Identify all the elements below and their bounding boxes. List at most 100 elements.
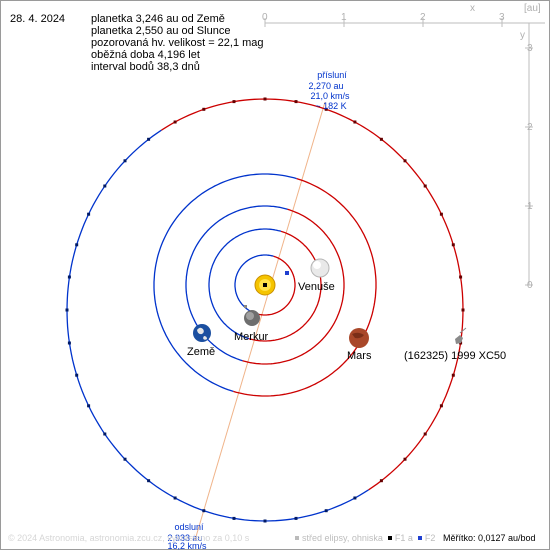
earth-distance-line: planetka 3,246 au od Země xyxy=(91,13,225,25)
apsis-labels: přísluní 2,270 au 21,0 km/s ~ 182 K odsl… xyxy=(167,70,350,550)
sun-distance-line: planetka 2,550 au od Slunce xyxy=(91,25,231,37)
perihelion-title: přísluní xyxy=(317,70,347,80)
orbit-points xyxy=(65,97,465,523)
earth-clouds xyxy=(197,327,207,340)
y-axis-label: y xyxy=(520,30,525,41)
magnitude-line: pozorovaná hv. velikost = 22,1 mag xyxy=(91,37,264,49)
venus-highlight xyxy=(313,261,321,269)
mars-label: Mars xyxy=(347,350,372,362)
x-tick-label-1: 1 xyxy=(341,12,347,23)
orbit-point xyxy=(202,509,206,513)
orbit-point xyxy=(147,137,151,141)
perihelion-distance: 2,270 au xyxy=(308,81,343,91)
interval-line: interval bodů 38,3 dnů xyxy=(91,61,200,73)
date-label: 28. 4. 2024 xyxy=(10,13,66,25)
aphelion-speed: 16,2 km/s xyxy=(167,541,207,550)
unit-label: [au] xyxy=(524,3,541,14)
earth-orbit-north-arc xyxy=(242,208,345,365)
orbit-point xyxy=(439,212,443,216)
orbit-point xyxy=(379,137,383,141)
legend-center-marker xyxy=(295,536,299,540)
orbit-point xyxy=(173,496,177,500)
orbit-point xyxy=(451,243,455,247)
orbit-point xyxy=(123,457,127,461)
mars-orbit-south-arc xyxy=(153,173,297,393)
orbit-point xyxy=(123,159,127,163)
venus-orbit-south-arc xyxy=(208,228,282,340)
legend-f2-label: F2 xyxy=(424,533,436,543)
mars-surface xyxy=(352,332,364,339)
venus xyxy=(310,258,330,278)
orbit-point xyxy=(202,107,206,111)
legend: střed elipsy, ohniska F1 a F2 xyxy=(290,533,435,543)
scale-label: Měřítko: 0,0127 au/bod xyxy=(443,533,536,543)
orbit-point xyxy=(173,120,177,124)
y-tick-label-0: 0 xyxy=(527,280,533,291)
y-tick-label-2: 2 xyxy=(527,122,533,133)
legend-f1-marker xyxy=(387,536,392,540)
mars-orbit-north-arc xyxy=(233,177,377,397)
asteroid-orbit-south-arc xyxy=(66,129,369,522)
orbit-point xyxy=(263,97,267,101)
mercury-orbit-south-arc xyxy=(234,254,274,315)
earth xyxy=(193,324,211,342)
asteroid-orbit-north-arc xyxy=(161,98,464,491)
body-labels: Venuše Merkur Země Mars (162325) 1999 XC… xyxy=(187,281,506,362)
legend-f2-marker xyxy=(417,536,422,540)
axes xyxy=(264,18,545,286)
y-tick-label-1: 1 xyxy=(527,201,533,212)
orbit-point xyxy=(232,100,236,104)
asteroid-label: (162325) 1999 XC50 xyxy=(404,350,506,362)
mars xyxy=(349,328,369,348)
orbit-point xyxy=(263,519,267,523)
orbit-point xyxy=(459,275,463,279)
venus-disk xyxy=(310,258,330,278)
asteroid xyxy=(455,327,467,344)
orbit-point xyxy=(75,243,79,247)
legend-center-label: střed elipsy, ohniska xyxy=(302,533,383,543)
orbit-point xyxy=(232,516,236,520)
venus-label: Venuše xyxy=(298,281,335,293)
orbit-point xyxy=(87,404,91,408)
sun xyxy=(254,274,276,296)
apsis-line xyxy=(194,101,326,541)
orbit-point xyxy=(324,107,328,111)
orbit-point xyxy=(353,120,357,124)
orbit-point xyxy=(67,341,71,345)
x-tick-label-2: 2 xyxy=(420,12,426,23)
asteroid-icon xyxy=(455,335,463,344)
mercury xyxy=(244,310,260,326)
perihelion-speed: 21,0 km/s xyxy=(310,91,350,101)
orbit-point xyxy=(403,159,407,163)
mercury-label: Merkur xyxy=(234,331,269,343)
orbit-point xyxy=(87,212,91,216)
x-axis-label: x xyxy=(470,3,475,14)
orbit-point xyxy=(461,308,465,312)
orbit-point xyxy=(65,308,69,312)
orbit-point xyxy=(75,373,79,377)
orbit-point xyxy=(67,275,71,279)
orbit-point xyxy=(451,373,455,377)
x-tick-label-0: 0 xyxy=(262,12,268,23)
copyright: © 2024 Astronomia, astronomia.zcu.cz, vy… xyxy=(8,533,250,543)
orbit-point xyxy=(353,496,357,500)
orbit-point xyxy=(294,100,298,104)
ellipse-center-marker xyxy=(244,305,247,308)
orbit-point xyxy=(379,479,383,483)
orbit-point xyxy=(439,404,443,408)
mercury-orbit-north-arc xyxy=(256,255,296,316)
mercury-highlight xyxy=(246,312,254,320)
asteroid-tail xyxy=(459,327,467,334)
axis-labels: 0 1 2 3 x [au] y 0 1 2 3 xyxy=(262,3,541,291)
legend-f1-label: F1 a xyxy=(394,533,413,543)
focus-f2-marker xyxy=(285,271,289,275)
earth-label: Země xyxy=(187,346,215,358)
venus-orbit-north-arc xyxy=(248,230,322,342)
x-tick-label-3: 3 xyxy=(499,12,505,23)
orbits xyxy=(66,98,464,522)
orbit-point xyxy=(147,479,151,483)
orbit-point xyxy=(423,432,427,436)
orbit-point xyxy=(103,432,107,436)
orbit-point xyxy=(103,184,107,188)
